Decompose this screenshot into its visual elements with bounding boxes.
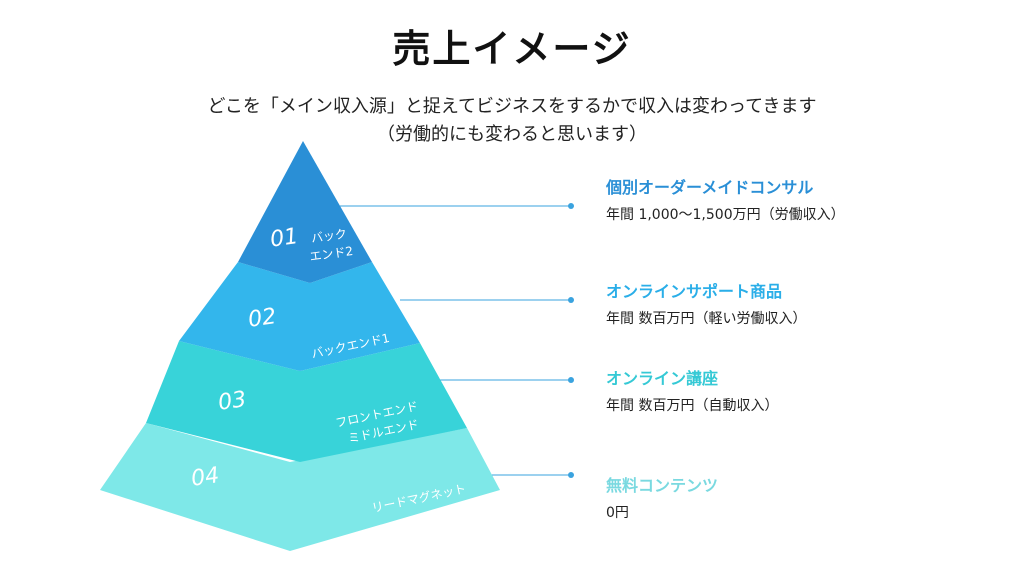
connector-dot-1 [568, 203, 574, 209]
level-4-heading: 無料コンテンツ [606, 476, 719, 495]
pyramid-tier-2 [179, 262, 420, 371]
tier-1-name-line-1: バック [310, 227, 348, 246]
level-4-description: 0円 [606, 505, 629, 521]
level-info-4: 無料コンテンツ 0円 [606, 472, 718, 522]
level-1-description: 年間 1,000〜1,500万円（労働収入） [606, 207, 845, 223]
page-title: 売上イメージ [392, 27, 632, 71]
tier-2-number: 02 [247, 304, 278, 333]
connector-dot-3 [568, 377, 574, 383]
subtitle-line-2: （労働的にも変わると思います） [377, 124, 647, 145]
connector-lines [340, 203, 574, 478]
pyramid-tier-1 [238, 141, 372, 283]
level-info-2: オンラインサポート商品 年間 数百万円（軽い労働収入） [606, 278, 806, 328]
level-3-heading: オンライン講座 [606, 369, 719, 388]
level-info-3: オンライン講座 年間 数百万円（自動収入） [606, 365, 778, 415]
subtitle-line-1: どこを「メイン収入源」と捉えてビジネスをするかで収入は変わってきます [207, 96, 817, 117]
level-2-description: 年間 数百万円（軽い労働収入） [606, 311, 807, 327]
pyramid-tier-3 [146, 341, 467, 462]
connector-dot-4 [568, 472, 574, 478]
tier-1-name-line-2: エンド2 [309, 244, 354, 264]
tier-1-number: 01 [269, 224, 300, 253]
connector-dot-2 [568, 297, 574, 303]
level-2-heading: オンラインサポート商品 [606, 282, 783, 301]
tier-3-number: 03 [217, 387, 248, 416]
level-info-1: 個別オーダーメイドコンサル 年間 1,000〜1,500万円（労働収入） [606, 174, 845, 224]
level-3-description: 年間 数百万円（自動収入） [606, 398, 779, 414]
level-1-heading: 個別オーダーメイドコンサル [606, 178, 814, 197]
tier-4-number: 04 [190, 463, 221, 492]
pyramid-tier-4 [100, 423, 500, 551]
